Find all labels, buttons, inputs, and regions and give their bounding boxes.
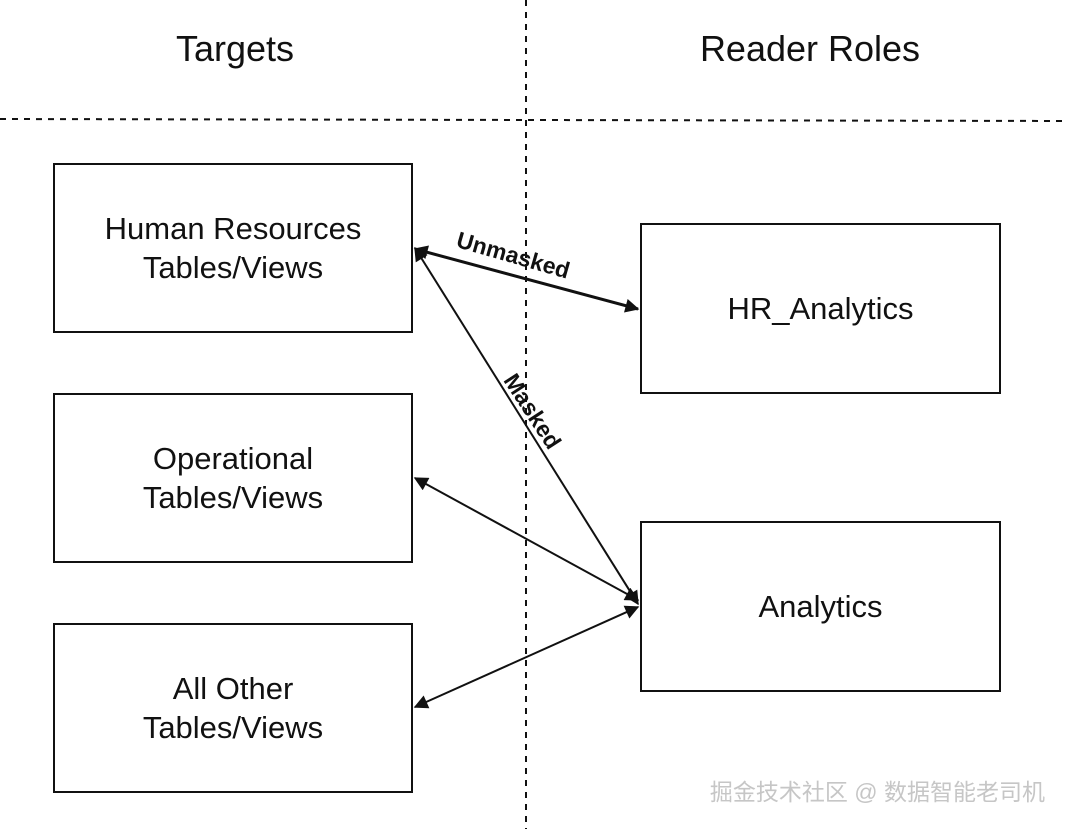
target-human-resources: Human Resources Tables/Views: [53, 163, 413, 333]
watermark-text: 掘金技术社区 @ 数据智能老司机: [709, 779, 1045, 805]
role-label: Analytics: [758, 589, 883, 624]
targets-header: Targets: [175, 28, 295, 69]
target-all-other: All Other Tables/Views: [53, 623, 413, 793]
role-hr-analytics: HR_Analytics: [640, 223, 1001, 394]
target-label-line2: Tables/Views: [142, 250, 324, 285]
horizontal-divider: [0, 118, 1067, 122]
target-label-line2: Tables/Views: [142, 710, 324, 745]
role-label: HR_Analytics: [727, 291, 914, 326]
target-operational: Operational Tables/Views: [53, 393, 413, 563]
target-label-line1: All Other: [172, 671, 294, 706]
role-analytics: Analytics: [640, 521, 1001, 692]
target-label-line2: Tables/Views: [142, 480, 324, 515]
reader-roles-header: Reader Roles: [699, 28, 921, 69]
target-label-line1: Operational: [152, 441, 314, 476]
edge-operational: [413, 477, 640, 601]
edge-all-other: [413, 605, 640, 709]
target-label-line1: Human Resources: [104, 211, 362, 246]
